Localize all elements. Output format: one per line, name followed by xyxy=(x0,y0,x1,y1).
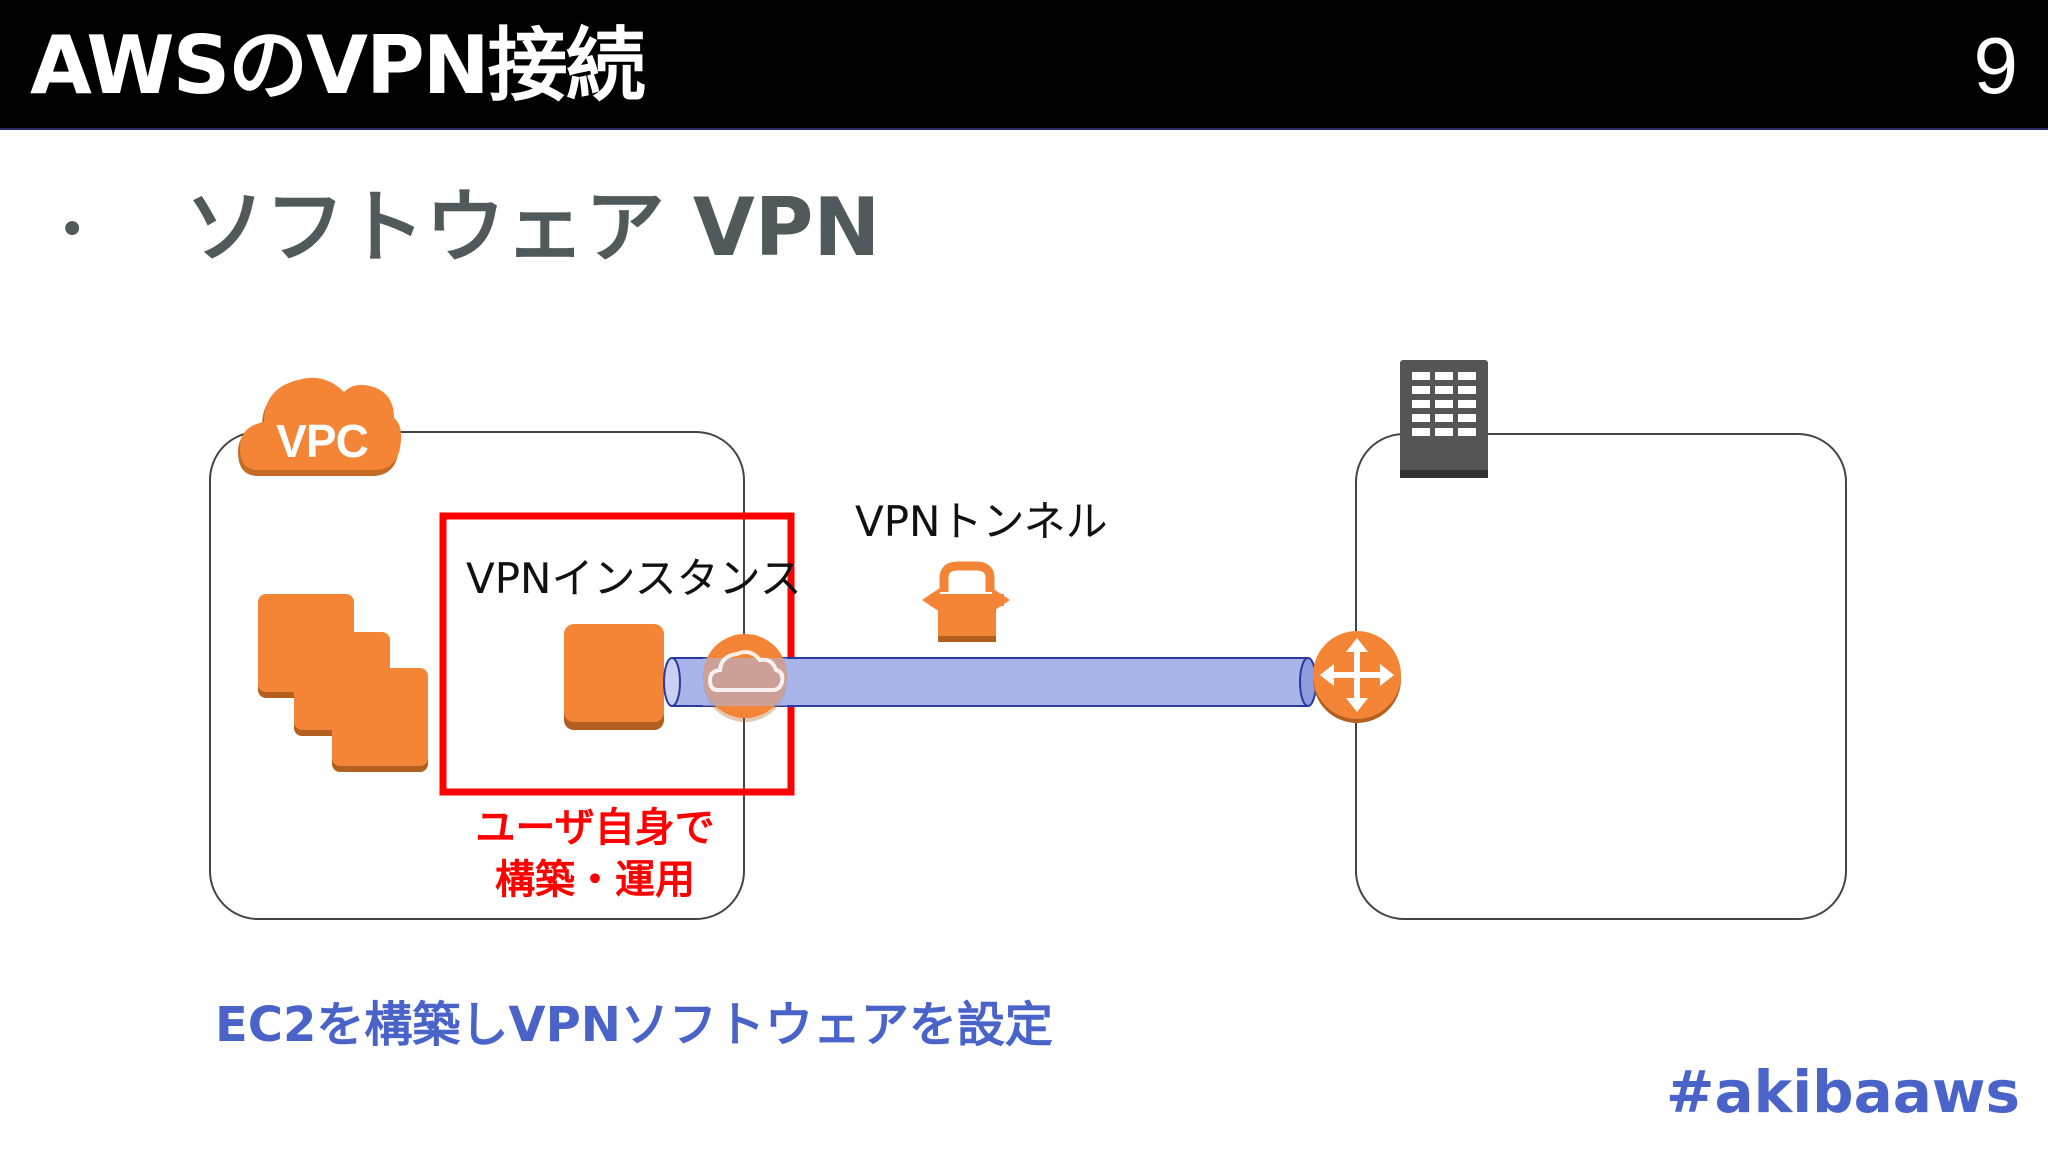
vpn-instance-highlight xyxy=(439,512,795,796)
vpc-cloud-icon xyxy=(238,377,402,476)
page-number: 9 xyxy=(1973,21,2019,110)
vpn-gateway-icon xyxy=(703,634,787,722)
router-icon xyxy=(1313,631,1401,723)
vpn-instance-icon xyxy=(564,624,664,730)
hashtag: #akibaaws xyxy=(1665,1058,2020,1126)
vpn-lock-icon xyxy=(922,561,1010,642)
slide-title: AWSのVPN接続 xyxy=(30,19,646,112)
vpn-instance-label: VPNインスタンス xyxy=(466,554,802,603)
ec2-instances-icon xyxy=(258,594,428,772)
bullet-marker: • xyxy=(58,202,87,258)
slide-header: AWSのVPN接続 9 xyxy=(0,0,2048,130)
slide-caption: EC2を構築しVPNソフトウェアを設定 xyxy=(215,997,1053,1053)
vpn-tunnel-label: VPNトンネル xyxy=(855,497,1108,546)
user-note-line1: ユーザ自身で xyxy=(475,805,715,851)
bullet-heading: ソフトウェア VPN xyxy=(185,181,881,274)
onprem-container xyxy=(1355,433,1847,920)
corporate-building-icon xyxy=(1400,360,1488,478)
user-note-line2: 構築・運用 xyxy=(495,857,695,903)
vpc-label: VPC xyxy=(276,415,369,467)
user-managed-note: ユーザ自身で 構築・運用 xyxy=(440,802,750,906)
